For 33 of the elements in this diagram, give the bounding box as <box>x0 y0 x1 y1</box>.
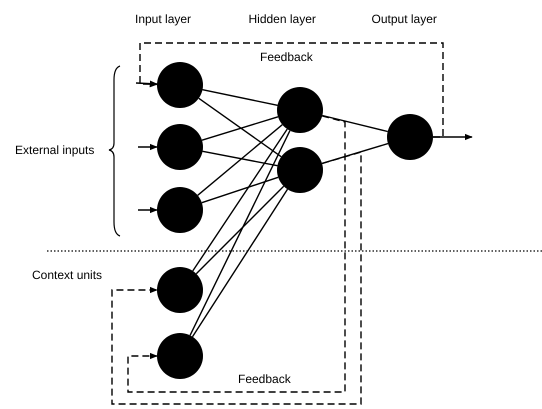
connection-line <box>202 116 278 141</box>
layer-label: Input layer <box>135 12 192 26</box>
neuron-circle <box>277 87 323 133</box>
neuron-circle <box>277 147 323 193</box>
arrow <box>138 144 158 150</box>
connection-line <box>192 188 288 338</box>
feedback-arrow <box>111 151 362 405</box>
connection-line <box>202 150 278 166</box>
neuron-circle <box>157 333 203 379</box>
connection-line <box>322 114 388 132</box>
edge-label: Feedback <box>236 372 293 386</box>
feedback-arrow <box>139 42 444 138</box>
connection-line <box>192 128 288 272</box>
layer-label: Output layer <box>372 12 437 26</box>
neuron-circle <box>157 62 203 108</box>
neuron-circle <box>157 267 203 313</box>
connection-line <box>202 89 278 106</box>
layer-label: External inputs <box>15 143 94 157</box>
connection-line <box>196 186 284 274</box>
connection-line <box>202 176 278 204</box>
layer-label: Hidden layer <box>248 12 316 26</box>
neuron-circle <box>157 124 203 170</box>
connection-line <box>198 98 282 158</box>
layer-label: Context units <box>32 268 102 282</box>
connection-line <box>189 130 291 336</box>
arrow <box>138 206 158 214</box>
neuron-circle <box>387 114 433 160</box>
edge-label: Feedback <box>258 50 315 64</box>
neuron-circle <box>157 187 203 233</box>
connection-line <box>197 124 283 196</box>
connection-line <box>322 142 388 164</box>
arrow <box>136 80 158 87</box>
feedback-arrow <box>127 115 346 393</box>
